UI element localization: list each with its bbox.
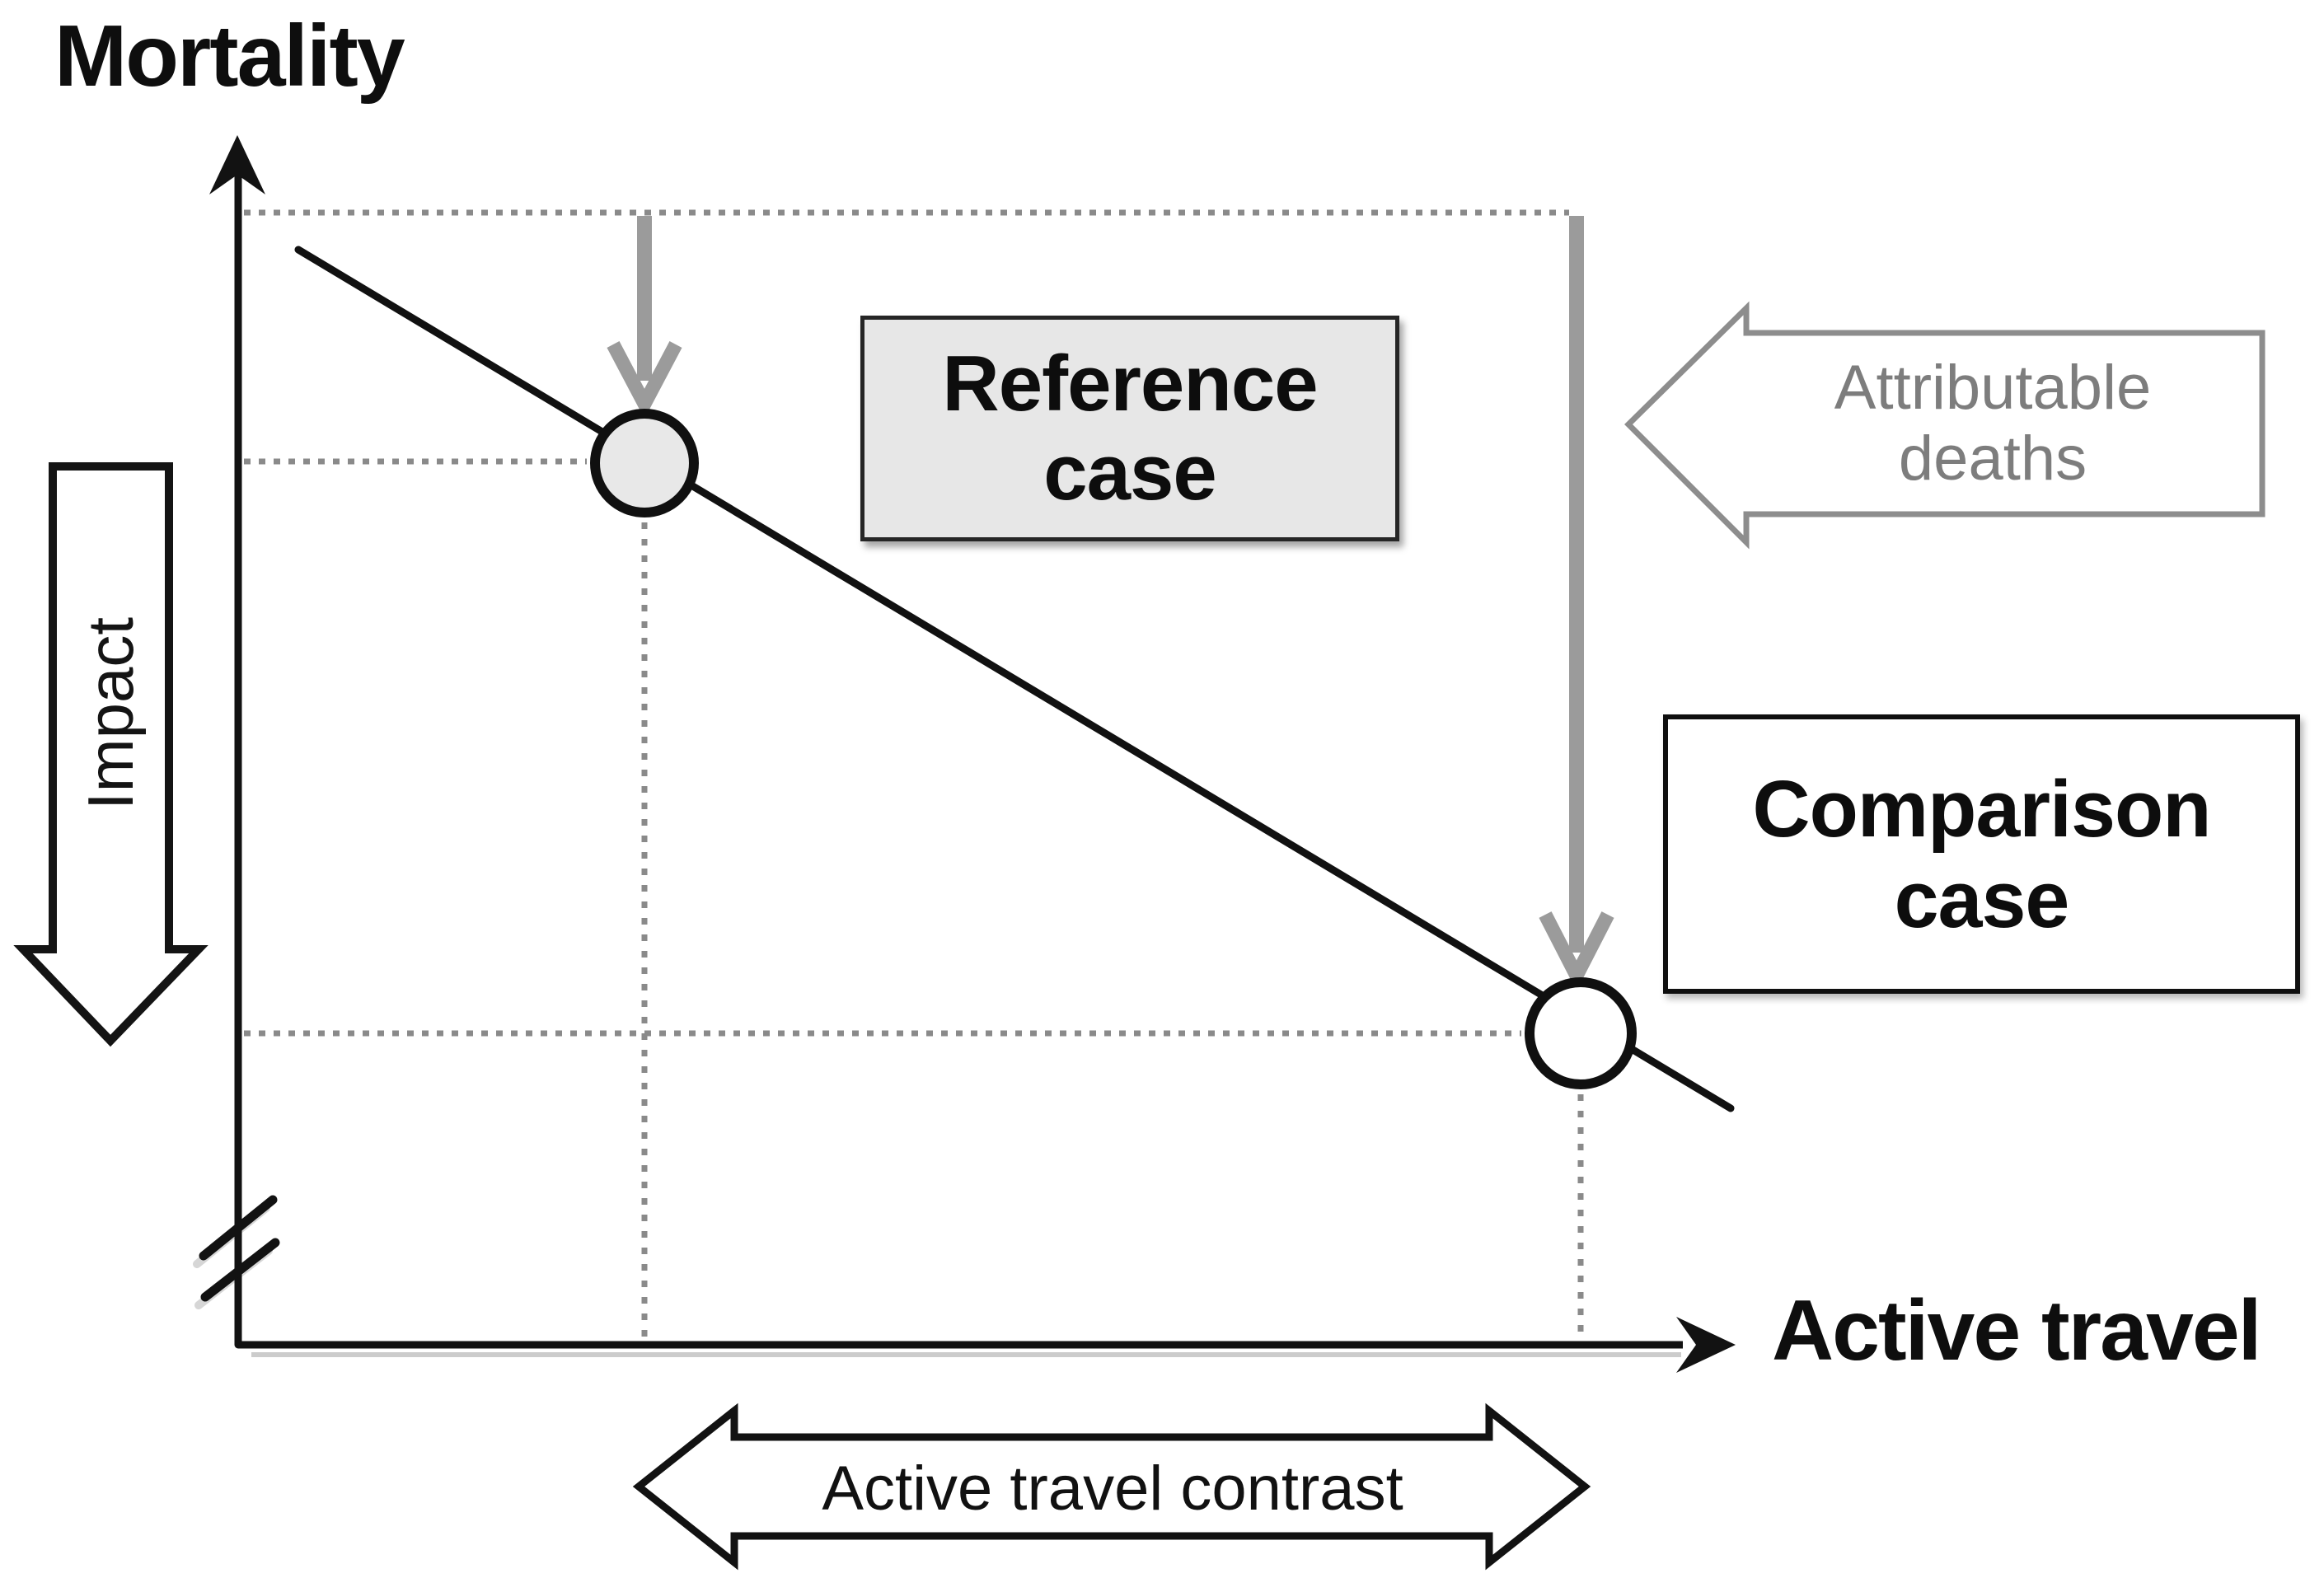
y-axis-arrowhead-icon — [209, 135, 265, 194]
active-travel-contrast-label: Active travel contrast — [822, 1454, 1403, 1524]
attributable-deaths-line2: deaths — [1898, 423, 2087, 494]
comparison-case-label-line1: Comparison — [1752, 763, 2212, 854]
attributable-deaths-label: Attributable deaths — [1745, 353, 2240, 494]
axes-lines — [234, 169, 1683, 1349]
reference-case-box: Reference case — [860, 316, 1399, 541]
reference-drop-arrow-head — [607, 341, 682, 419]
impact-label: Impact — [73, 616, 147, 811]
mortality-trend-line — [294, 246, 1735, 1112]
attributable-deaths-line1: Attributable — [1834, 353, 2152, 423]
x-axis-title: Active travel — [1772, 1283, 2262, 1379]
x-axis-arrowhead-icon — [1676, 1317, 1736, 1373]
axis-break-slash — [199, 1195, 278, 1261]
reference-case-label-line2: case — [1043, 428, 1217, 517]
reference-point-marker — [590, 409, 699, 517]
comparison-case-box: Comparison case — [1663, 714, 2300, 994]
y-axis-title: Mortality — [54, 7, 405, 105]
active-travel-contrast-block-arrow — [632, 1402, 1591, 1571]
axis-break-slash — [200, 1238, 280, 1302]
comparison-case-label-line2: case — [1894, 854, 2070, 944]
attributable-deaths-block-arrow — [1624, 301, 2265, 550]
comparison-drop-arrow-head — [1539, 911, 1614, 991]
impact-block-arrow — [13, 462, 209, 1047]
reference-case-label-line1: Reference — [942, 339, 1318, 428]
comparison-point-marker — [1525, 977, 1637, 1089]
